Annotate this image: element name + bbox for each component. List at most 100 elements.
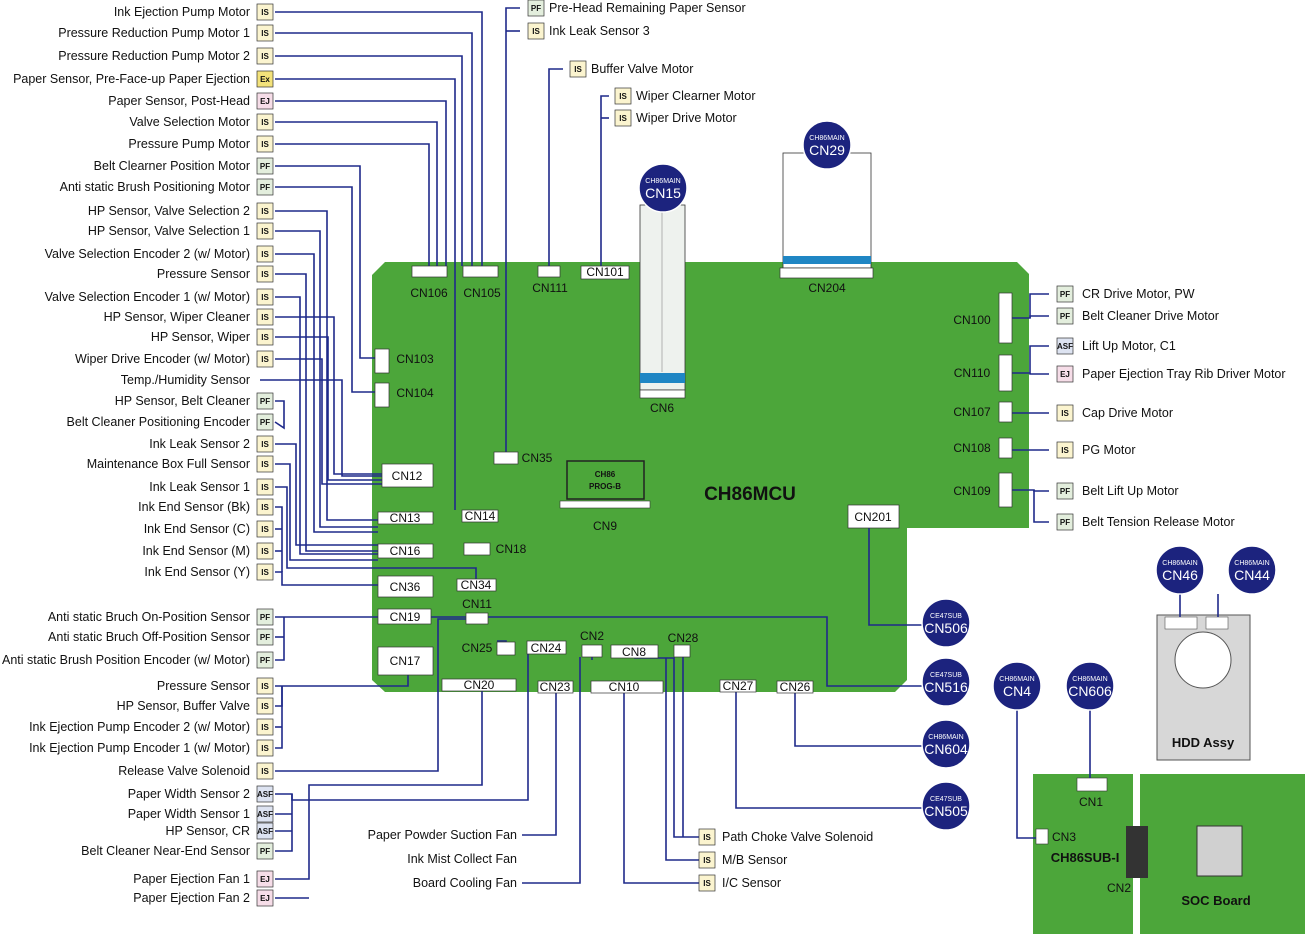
bottom-label-4-tag-text: IS [703, 833, 711, 842]
badge-cn606-id: CN606 [1068, 683, 1112, 699]
top-label-2: Ink Leak Sensor 3 [549, 24, 650, 38]
right-label-5-tag-box [1056, 404, 1074, 422]
right-label-1-tag-box [1056, 285, 1074, 303]
left-label-27-tag-box [256, 563, 274, 581]
wire-62 [522, 693, 557, 836]
left-label-10: HP Sensor, Valve Selection 2 [88, 204, 250, 218]
left-label-19-tag-box [256, 392, 274, 410]
connector-cn18: CN18 [496, 542, 527, 556]
left-label-38-tag-text: ASF [257, 827, 273, 836]
wire-26 [275, 571, 378, 586]
connector-cn8: CN8 [622, 645, 646, 659]
bottom-label-5-tag-text: IS [703, 856, 711, 865]
left-label-10-tag-box [256, 202, 274, 220]
left-label-8: Belt Clearner Position Motor [94, 159, 250, 173]
wire-layer [260, 7, 1219, 899]
wire-44 [600, 95, 609, 266]
left-label-21-tag-text: IS [261, 440, 269, 449]
left-label-40-tag-text: EJ [260, 875, 270, 884]
top-label-3: Buffer Valve Motor [591, 62, 693, 76]
bottom-label-5: M/B Sensor [722, 853, 787, 867]
right-label-8: Belt Tension Release Motor [1082, 515, 1235, 529]
badge-cn4-source: CH86MAIN [999, 676, 1034, 683]
right-label-7-tag-box [1056, 482, 1074, 500]
wire-69 [665, 658, 699, 861]
wire-9 [275, 186, 375, 393]
left-label-16-tag-box [256, 328, 274, 346]
connector-cn26: CN26 [780, 680, 811, 694]
connector-cn19-box [377, 608, 432, 625]
connector-cn26-box [776, 680, 814, 694]
board-name: CH86MCU [704, 484, 796, 505]
top-label-1-tag-box [527, 0, 545, 17]
right-label-2-tag-text: PF [1060, 312, 1070, 321]
left-label-23-tag-box [256, 478, 274, 496]
badge-cn604-id: CN604 [924, 741, 968, 757]
left-label-26-tag-box [256, 542, 274, 560]
left-label-33-tag-box [256, 718, 274, 736]
right-label-1-tag-text: PF [1060, 290, 1070, 299]
connector-cn204-box [779, 267, 874, 279]
wire-15 [275, 316, 382, 475]
right-label-1: CR Drive Motor, PW [1082, 287, 1195, 301]
sub-cn3: CN3 [1052, 830, 1076, 844]
wire-53 [1033, 490, 1049, 523]
connector-cn103: CN103 [396, 352, 434, 366]
left-label-2-tag-box [256, 24, 274, 42]
right-label-2-tag-box [1056, 307, 1074, 325]
wire-10 [275, 210, 378, 521]
sub-board-name: CH86SUB-I [1051, 850, 1120, 865]
left-label-6-tag-box [256, 113, 274, 131]
connector-cn10-box [590, 680, 664, 694]
hdd-label: HDD Assy [1172, 735, 1235, 750]
left-label-5: Paper Sensor, Post-Head [108, 94, 250, 108]
wire-14 [275, 296, 378, 555]
badge-cn606-source: CH86MAIN [1072, 676, 1107, 683]
connector-cn34: CN34 [461, 578, 492, 592]
left-label-3-tag-box [256, 47, 274, 65]
left-label-6-tag-text: IS [261, 118, 269, 127]
wire-17 [275, 358, 382, 485]
badge-cn29-source: CH86MAIN [809, 135, 844, 142]
wire-41 [505, 7, 520, 452]
prog-chip [566, 460, 645, 500]
left-label-20-tag-text: PF [260, 418, 270, 427]
right-label-7-tag-text: PF [1060, 487, 1070, 496]
connector-cn106-box [411, 265, 448, 278]
wire-46 [1012, 293, 1049, 319]
connector-cn17: CN17 [390, 654, 421, 668]
right-label-8-tag-box [1056, 513, 1074, 531]
left-label-33: Ink Ejection Pump Encoder 2 (w/ Motor) [29, 720, 250, 734]
wire-56 [794, 693, 922, 747]
left-label-19: HP Sensor, Belt Cleaner [115, 394, 250, 408]
left-label-7: Pressure Pump Motor [128, 137, 250, 151]
right-label-3-tag-box [1056, 337, 1074, 355]
left-label-14-tag-box [256, 288, 274, 306]
badge-cn44-id: CN44 [1234, 567, 1270, 583]
connector-cn6: CN6 [650, 401, 674, 415]
connector-cn16-box [377, 543, 434, 559]
connector-cn28: CN28 [668, 631, 699, 645]
left-label-24: Ink End Sensor (Bk) [138, 500, 250, 514]
badge-cn505-id: CN505 [924, 803, 968, 819]
left-label-39-tag-box [256, 842, 274, 860]
left-label-33-tag-text: IS [261, 723, 269, 732]
left-label-34: Ink Ejection Pump Encoder 1 (w/ Motor) [29, 741, 250, 755]
badge-cn44-source: CH86MAIN [1234, 560, 1269, 567]
left-label-25-tag-text: IS [261, 525, 269, 534]
badge-cn4-circle [992, 661, 1042, 711]
connector-cn110-box [998, 354, 1013, 392]
left-label-32: HP Sensor, Buffer Valve [117, 699, 250, 713]
connector-cn13: CN13 [390, 511, 421, 525]
connector-cn16: CN16 [390, 544, 421, 558]
left-label-36-tag-box [256, 785, 274, 803]
connector-cn25-box [496, 641, 516, 656]
cable-cn15 [639, 204, 686, 391]
right-label-4: Paper Ejection Tray Rib Driver Motor [1082, 367, 1286, 381]
wire-54 [868, 528, 922, 626]
top-label-4: Wiper Clearner Motor [636, 89, 755, 103]
left-label-31: Pressure Sensor [157, 679, 250, 693]
connector-cn105: CN105 [463, 286, 501, 300]
right-label-4-tag-box [1056, 365, 1074, 383]
left-label-23: Ink Leak Sensor 1 [149, 480, 250, 494]
